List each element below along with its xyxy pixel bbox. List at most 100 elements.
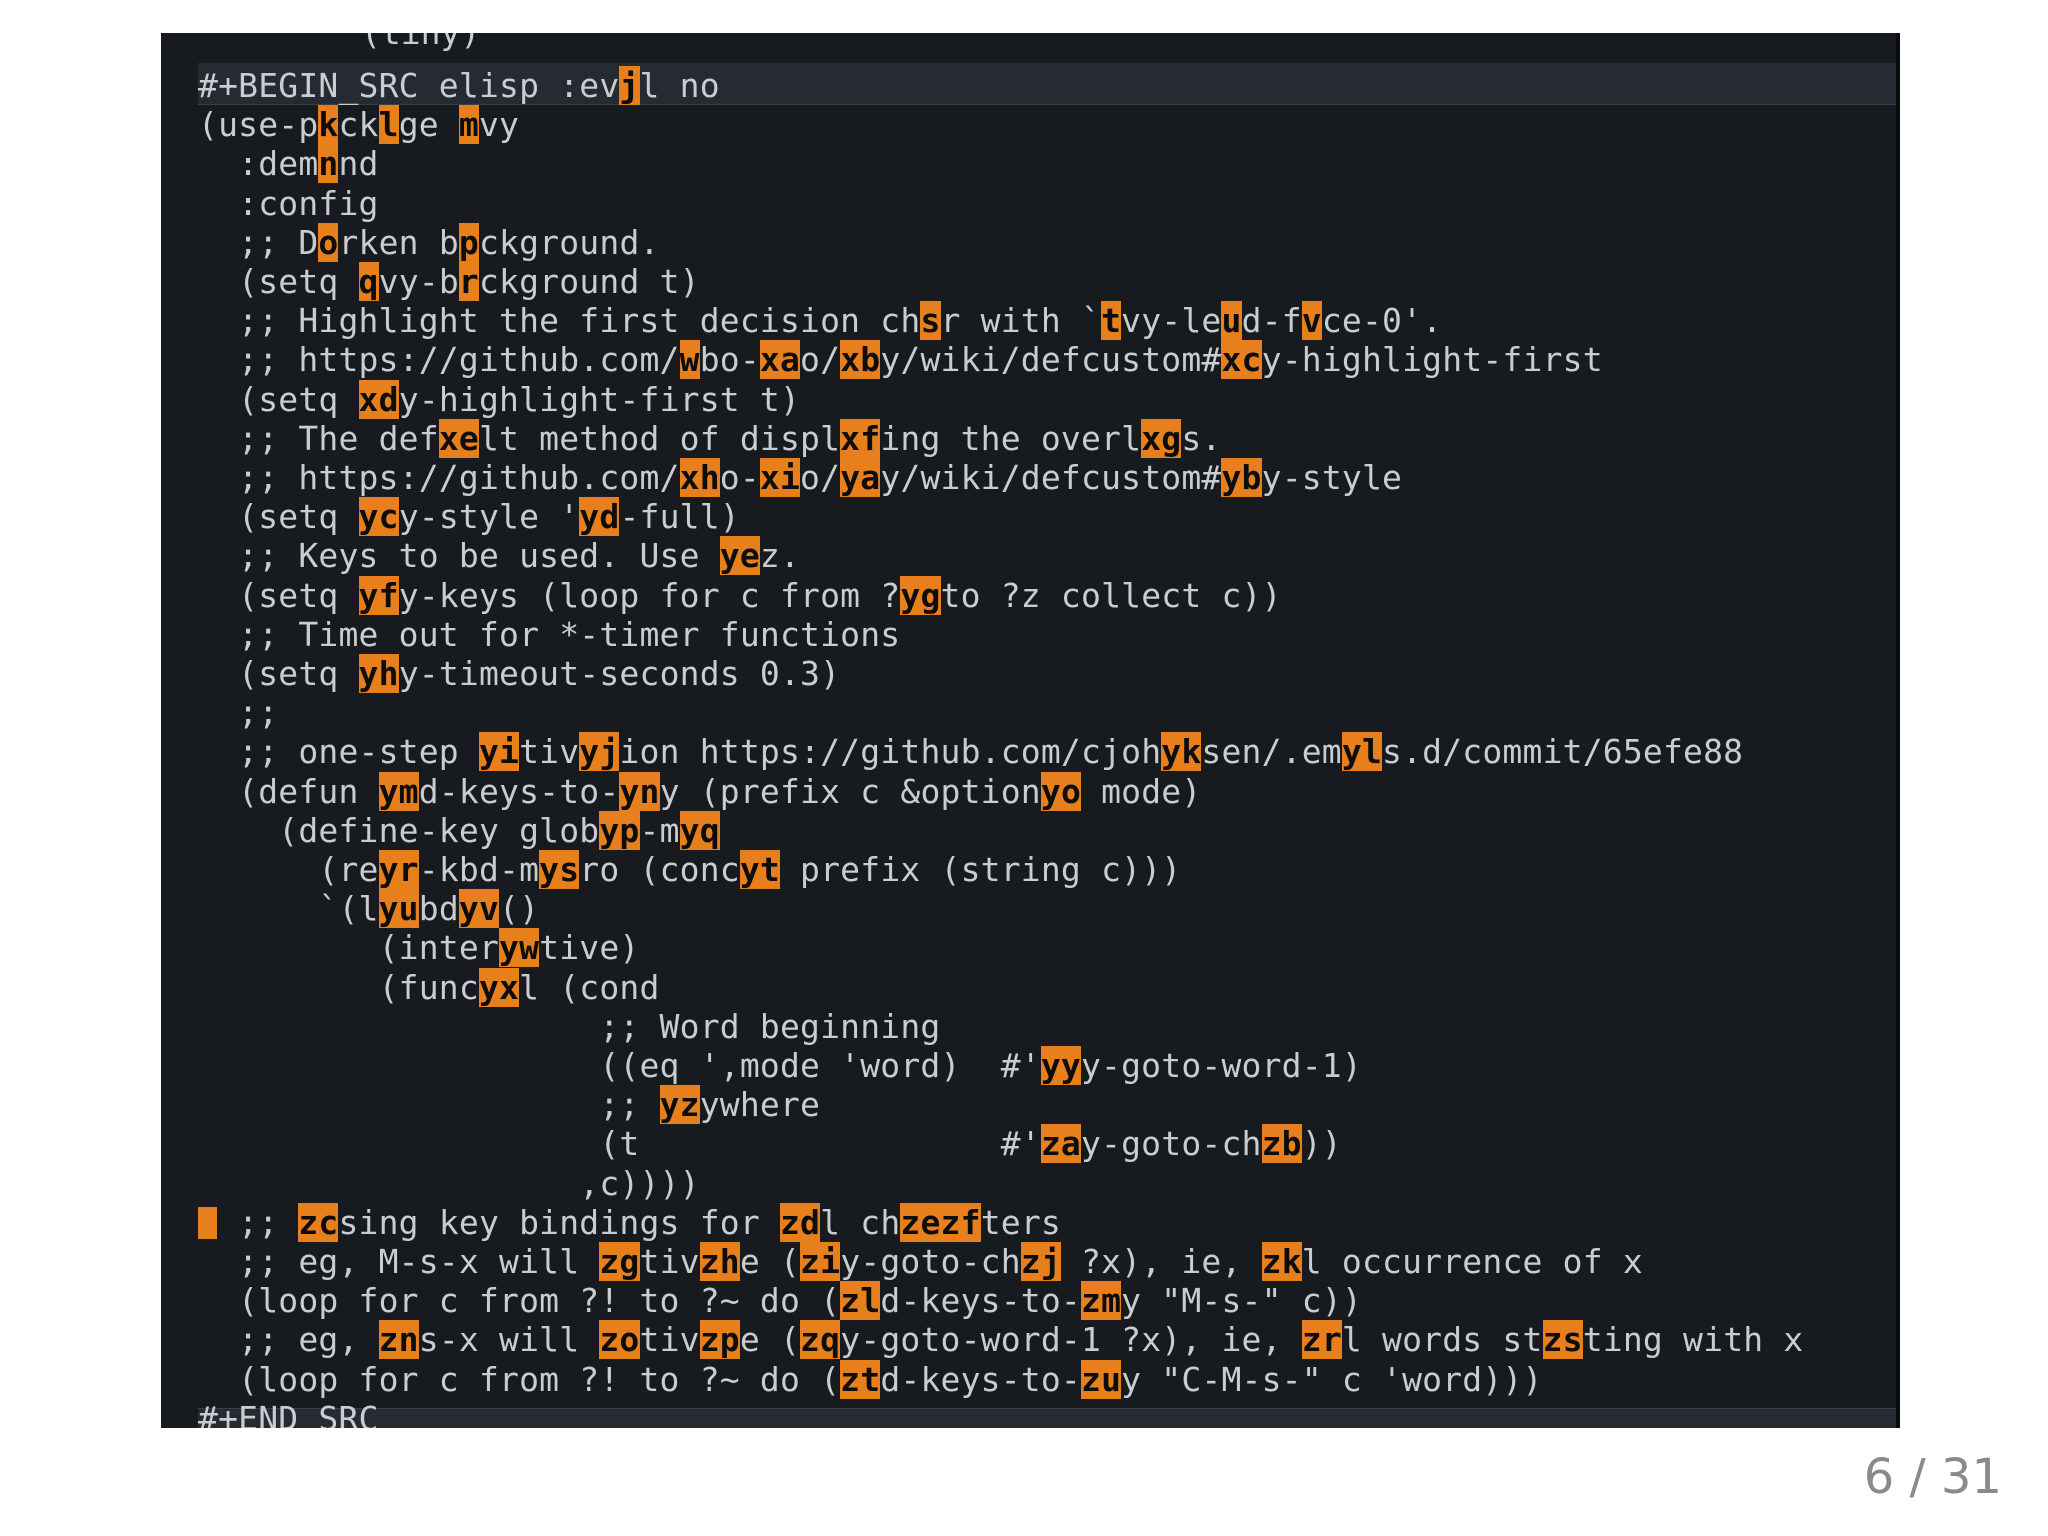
jump-hint-label: zq (800, 1320, 841, 1360)
jump-hint-label: yl (1341, 732, 1383, 772)
jump-hint-label: w (679, 340, 700, 380)
code-line[interactable]: ;; (161, 693, 1900, 732)
jump-hint-label: o (318, 222, 339, 262)
code-line-text: (defun ymd-keys-to-yny (prefix c &option… (198, 771, 1202, 811)
code-line[interactable]: ;; Word beginning (161, 1007, 1900, 1046)
code-line-text: (setq xdy-highlight-first t) (198, 379, 801, 419)
code-line[interactable]: (setq yhy-timeout-seconds 0.3) (161, 654, 1900, 693)
code-line[interactable]: ;; Highlight the first decision chsr wit… (161, 301, 1900, 341)
code-line[interactable]: (t #'zay-goto-chzb)) (161, 1124, 1900, 1164)
jump-hint-label: xe (438, 418, 479, 458)
code-line[interactable]: ;; https://github.com/xho-xio/yay/wiki/d… (161, 458, 1900, 497)
jump-hint-label: zb (1261, 1124, 1302, 1164)
code-line-text: ;; Word beginning (198, 1006, 941, 1046)
jump-hint-label: yt (739, 850, 780, 889)
jump-hint-label: zr (1301, 1320, 1342, 1360)
code-line[interactable]: ;; zcsing key bindings for zdl chzezfter… (161, 1202, 1900, 1242)
code-line[interactable]: ;; The defxelt method of displxfing the … (161, 418, 1900, 458)
code-line[interactable]: ;; one-step yitivyjion https://github.co… (161, 732, 1900, 772)
code-line-text: ;; Keys to be used. Use yez. (198, 536, 801, 576)
code-line[interactable]: (define-key globyp-myq (161, 810, 1900, 850)
code-line[interactable]: ;; Dorken bpckground. (161, 222, 1900, 262)
code-line[interactable]: (loop for c from ?! to ?~ do (ztd-keys-t… (161, 1359, 1900, 1399)
end-src-line[interactable]: #+END_SRC (161, 1399, 1900, 1428)
code-line[interactable]: (funcyxl (cond (161, 967, 1900, 1007)
jump-hint-label: v (1301, 301, 1322, 341)
jump-hint-label: j (619, 66, 640, 105)
jump-hint-label: yq (679, 810, 720, 850)
code-line-text: ;; (198, 693, 279, 733)
jump-hint-label: yy (1040, 1046, 1081, 1085)
code-line-text: ;; zcsing key bindings for zdl chzezfter… (198, 1202, 1061, 1242)
code-line-text: ((eq ',mode 'word) #'yyy-goto-word-1) (198, 1046, 1362, 1085)
code-line-text: (use-pkcklge mvy (198, 105, 520, 145)
code-line-text: :config (198, 183, 379, 223)
jump-hint-label: yh (358, 654, 399, 693)
jump-hint-label: xb (840, 340, 881, 380)
jump-hint-label: zd (779, 1202, 821, 1242)
code-line[interactable]: (setq xdy-highlight-first t) (161, 379, 1900, 419)
code-line[interactable]: (interywtive) (161, 928, 1900, 968)
jump-hint-label: q (358, 262, 379, 301)
code-line[interactable]: ;; yzywhere (161, 1085, 1900, 1125)
jump-hint-label: yf (358, 575, 399, 615)
begin-src-line[interactable]: #+BEGIN_SRC elisp :evjl no (161, 66, 1900, 105)
jump-hint-label: ya (840, 458, 881, 497)
code-line[interactable]: (setq yfy-keys (loop for c from ?ygto ?z… (161, 575, 1900, 615)
code-line-text: (setq yfy-keys (loop for c from ?ygto ?z… (198, 575, 1282, 615)
code-line[interactable]: (setq qvy-brckground t) (161, 262, 1900, 301)
jump-hint-label: yr (378, 850, 419, 889)
code-line[interactable]: ,c)))) (161, 1164, 1900, 1203)
code-line-text: (loop for c from ?! to ?~ do (zld-keys-t… (198, 1281, 1362, 1321)
jump-hint-label: zm (1081, 1281, 1122, 1321)
code-line[interactable]: (reyr-kbd-mysro (concyt prefix (string c… (161, 850, 1900, 889)
jump-hint-label: yo (1040, 771, 1082, 811)
jump-hint-label: zezf (900, 1202, 981, 1242)
code-line[interactable]: :config (161, 184, 1900, 223)
jump-hint-label: k (318, 105, 339, 145)
jump-hint-label: yg (900, 575, 941, 615)
code-line-text: (setq qvy-brckground t) (198, 262, 700, 301)
code-line[interactable]: ;; https://github.com/wbo-xao/xby/wiki/d… (161, 340, 1900, 380)
jump-hint-label: yd (579, 497, 620, 537)
jump-hint-label: zs (1542, 1320, 1583, 1360)
jump-hint-label: yw (499, 928, 540, 968)
code-line[interactable]: ;; Time out for *-timer functions (161, 615, 1900, 654)
code-line[interactable]: (loop for c from ?! to ?~ do (zld-keys-t… (161, 1281, 1900, 1321)
code-line[interactable]: (defun ymd-keys-to-yny (prefix c &option… (161, 771, 1900, 811)
code-line-text: ,c)))) (198, 1163, 700, 1203)
code-line-text: (loop for c from ?! to ?~ do (ztd-keys-t… (198, 1359, 1543, 1399)
jump-hint-label: yn (619, 771, 660, 811)
code-line-text: ;; yzywhere (198, 1085, 821, 1125)
jump-hint-label: r (458, 262, 479, 301)
code-line[interactable]: :demnnd (161, 144, 1900, 184)
code-line-text: ;; Highlight the first decision chsr wit… (198, 301, 1443, 341)
slide-page-number: 6 / 31 (1863, 1449, 2002, 1505)
code-line-text: (reyr-kbd-mysro (concyt prefix (string c… (198, 850, 1182, 889)
code-line[interactable]: (use-pkcklge mvy (161, 105, 1900, 145)
code-line[interactable]: ;; Keys to be used. Use yez. (161, 536, 1900, 576)
jump-hint-label: u (1221, 301, 1242, 341)
code-line[interactable]: ;; eg, M-s-x will zgtivzhe (ziy-goto-chz… (161, 1242, 1900, 1281)
code-line[interactable]: ((eq ',mode 'word) #'yyy-goto-word-1) (161, 1046, 1900, 1085)
code-line-text: ;; eg, M-s-x will zgtivzhe (ziy-goto-chz… (198, 1242, 1643, 1281)
jump-hint-label: zt (840, 1359, 881, 1399)
code-line-text: ;; Time out for *-timer functions (198, 614, 901, 654)
code-line-text: ;; Dorken bpckground. (198, 222, 660, 262)
code-line-text: ;; https://github.com/wbo-xao/xby/wiki/d… (198, 340, 1603, 380)
jump-hint-label: zi (800, 1242, 841, 1281)
jump-hint-label: zh (699, 1242, 740, 1281)
code-line[interactable]: ;; eg, zns-x will zotivzpe (zqy-goto-wor… (161, 1320, 1900, 1360)
jump-hint-label: m (458, 105, 479, 145)
jump-hint-label: yz (659, 1085, 700, 1125)
jump-hint-label: yv (458, 889, 500, 929)
code-line[interactable]: (setq ycy-style 'yd-full) (161, 497, 1900, 537)
jump-hint-label: yx (478, 967, 520, 1007)
jump-hint-label: ym (378, 771, 419, 811)
code-line[interactable]: `(lyubdyv() (161, 889, 1900, 929)
jump-hint-label: yi (478, 732, 520, 772)
code-line-text: ;; one-step yitivyjion https://github.co… (198, 732, 1744, 772)
jump-hint-label: t (1101, 301, 1122, 341)
jump-hint-label: s (920, 301, 941, 341)
jump-hint-label: zu (1081, 1359, 1122, 1399)
